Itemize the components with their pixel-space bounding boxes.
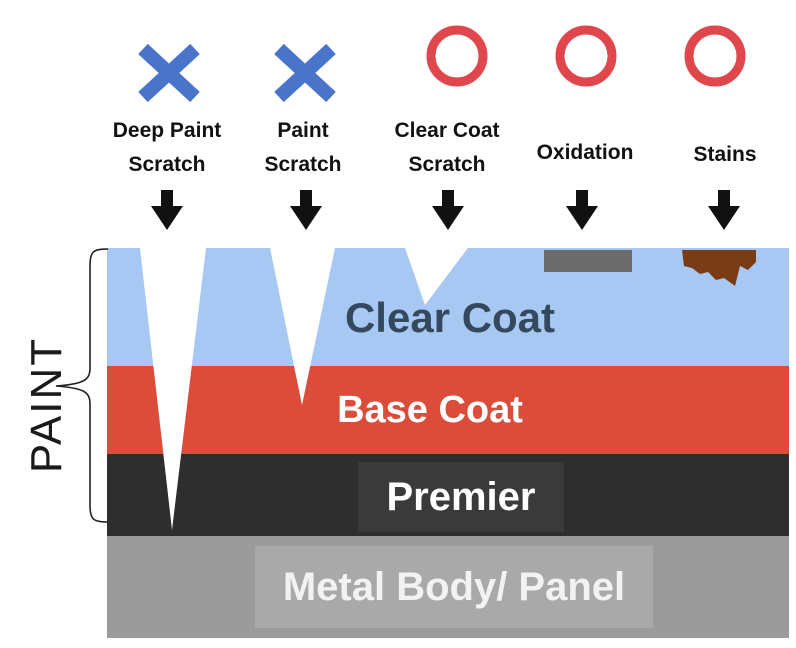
deep-paint-scratch [140,248,206,530]
damage-label-deep-paint-scratch: Deep Paint Scratch [112,119,222,176]
circle-icon [555,25,617,87]
base-coat-label: Base Coat [337,389,523,431]
oxidation-patch [544,250,632,272]
primer-label-box [358,462,564,532]
damage-label-oxidation: Oxidation [536,141,634,164]
damage-label-stains: Stains [693,143,757,166]
clear-coat-scratch [405,248,468,305]
base-coat-layer [107,366,789,454]
clear-coat-label: Clear Coat [344,294,556,341]
circle-icon [684,25,746,87]
down-arrow-icon [708,190,740,230]
damage-label-clear-coat-scratch: Clear Coat Scratch [394,119,500,176]
x-icon [274,43,336,103]
metal-label-box [255,546,653,628]
x-icon [138,43,200,103]
paint-scratch [270,248,335,405]
down-arrow-icon [432,190,464,230]
paint-bracket-label: PAINT [22,336,71,474]
down-arrow-icon [566,190,598,230]
down-arrow-icon [151,190,183,230]
primer-label: Premier [386,475,536,519]
damage-label-paint-scratch: Paint Scratch [264,119,342,176]
paint-bracket [55,248,109,523]
metal-label: Metal Body/ Panel [282,565,626,609]
stain-blob [682,250,756,286]
circle-icon [426,25,488,87]
down-arrow-icon [290,190,322,230]
